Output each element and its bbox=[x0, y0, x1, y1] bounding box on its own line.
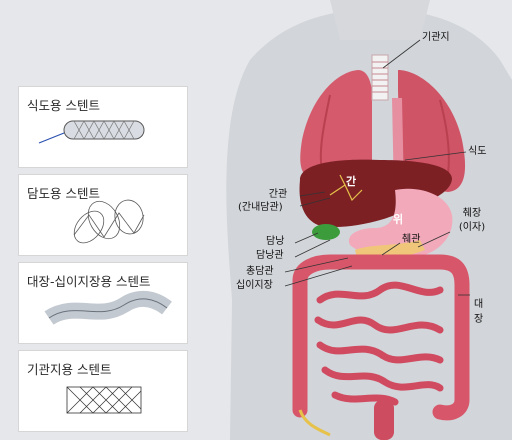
label-colon-1: 대 bbox=[474, 299, 483, 311]
gallbladder bbox=[312, 224, 340, 240]
label-pancreatic-duct: 췌관 bbox=[402, 234, 420, 246]
card-title: 식도용 스텐트 bbox=[27, 95, 100, 114]
card-biliary-stent: 담도용 스텐트 bbox=[18, 174, 188, 256]
label-common-bile-duct: 총담관 bbox=[246, 266, 274, 278]
rectum bbox=[374, 400, 394, 440]
label-esophagus: 식도 bbox=[468, 146, 486, 158]
card-colorectal-duodenal-stent: 대장-십이지장용 스텐트 bbox=[18, 262, 188, 344]
card-title: 대장-십이지장용 스텐트 bbox=[27, 271, 150, 290]
label-intrahepatic-duct: (간내담관) bbox=[238, 202, 283, 214]
label-colon-2: 장 bbox=[474, 314, 483, 326]
card-bronchial-stent: 기관지용 스텐트 bbox=[18, 350, 188, 432]
label-liver: 간 bbox=[346, 176, 356, 188]
label-hepatic-duct: 간관 bbox=[258, 189, 298, 201]
card-title: 담도용 스텐트 bbox=[27, 183, 100, 202]
label-pancreas: 췌장 bbox=[452, 208, 492, 220]
label-gallbladder: 담낭 bbox=[266, 236, 284, 248]
label-duodenum: 십이지장 bbox=[236, 280, 273, 292]
neck-silhouette bbox=[330, 0, 430, 40]
card-esophageal-stent: 식도용 스텐트 bbox=[18, 86, 188, 168]
label-pancreas-alt: (이자) bbox=[452, 222, 492, 234]
label-trachea: 기관지 bbox=[422, 32, 450, 44]
label-stomach: 위 bbox=[393, 214, 403, 226]
label-cystic-duct: 담낭관 bbox=[256, 250, 284, 262]
card-title: 기관지용 스텐트 bbox=[27, 359, 111, 378]
